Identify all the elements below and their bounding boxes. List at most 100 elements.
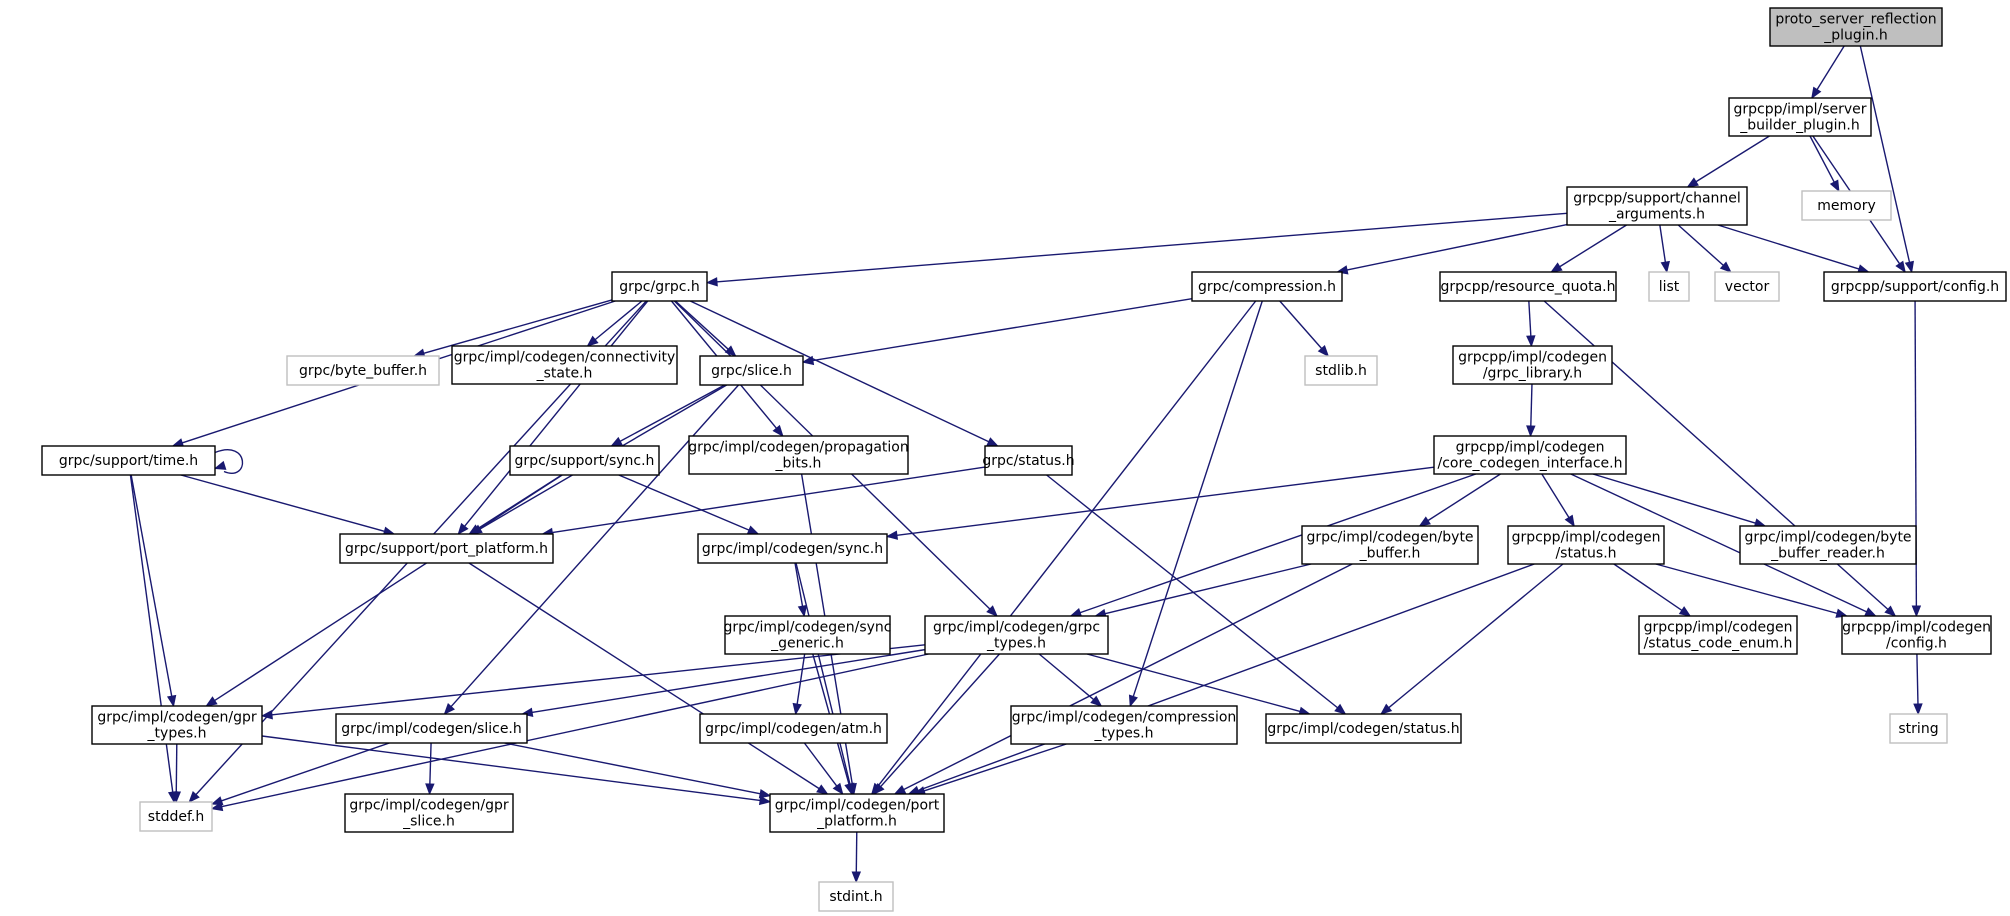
edge-arrowhead bbox=[1550, 262, 1563, 273]
node-label: stdint.h bbox=[829, 889, 882, 905]
edge-n15-to-n35 bbox=[129, 474, 178, 804]
node-grpc-impl-codegen-gpr-types-h[interactable]: grpc/impl/codegen/gpr_types.h bbox=[91, 705, 263, 745]
node-grpc-impl-codegen-byte-buffer-reader-h[interactable]: grpc/impl/codegen/byte_buffer_reader.h bbox=[1739, 525, 1917, 565]
edge-line bbox=[1592, 473, 1757, 525]
node-box bbox=[699, 355, 804, 386]
node-stdint-h[interactable]: stdint.h bbox=[818, 881, 894, 912]
edge-n26-to-n30 bbox=[520, 648, 926, 718]
edge-line bbox=[795, 562, 851, 786]
edge-arrowhead bbox=[457, 522, 469, 536]
edge-n2-to-n9 bbox=[1677, 224, 1732, 273]
edge-n19-to-n22 bbox=[1418, 473, 1501, 527]
node-grpcpp-impl-codegen-status-h[interactable]: grpcpp/impl/codegen/status.h bbox=[1507, 525, 1665, 565]
edge-arrowhead bbox=[1904, 260, 1914, 274]
edge-arrowhead bbox=[1719, 261, 1732, 273]
node-label: grpc/status.h bbox=[982, 453, 1074, 469]
edge-arrowhead bbox=[213, 460, 227, 470]
node-memory[interactable]: memory bbox=[1801, 190, 1892, 221]
node-grpc-byte-buffer-h[interactable]: grpc/byte_buffer.h bbox=[286, 355, 440, 386]
node-grpcpp-impl-codegen-core-codegen-interface-h[interactable]: grpcpp/impl/codegen/core_codegen_interfa… bbox=[1433, 435, 1627, 475]
node-grpc-compression-h[interactable]: grpc/compression.h bbox=[1191, 271, 1343, 302]
node-label: /grpc_library.h bbox=[1483, 366, 1582, 382]
edge-arrowhead bbox=[1418, 516, 1431, 527]
node-box bbox=[697, 533, 888, 564]
node-grpc-impl-codegen-connectivity-state-h[interactable]: grpc/impl/codegen/connectivity_state.h bbox=[451, 345, 678, 385]
node-grpc-support-time-h[interactable]: grpc/support/time.h bbox=[41, 445, 216, 476]
node-label: string bbox=[1898, 721, 1938, 737]
node-label: grpc/support/sync.h bbox=[515, 453, 655, 469]
node-grpc-grpc-h[interactable]: grpc/grpc.h bbox=[611, 271, 708, 302]
node-label: _slice.h bbox=[402, 814, 455, 830]
node-label: grpc/slice.h bbox=[711, 363, 792, 379]
node-grpc-impl-codegen-compression-types-h[interactable]: grpc/impl/codegen/compression_types.h bbox=[1010, 705, 1238, 745]
node-grpcpp-support-config-h[interactable]: grpcpp/support/config.h bbox=[1823, 271, 2007, 302]
node-label: /status_code_enum.h bbox=[1644, 636, 1793, 652]
node-label: _buffer_reader.h bbox=[1770, 546, 1885, 562]
node-grpc-impl-codegen-port-platform-h[interactable]: grpc/impl/codegen/port_platform.h bbox=[769, 793, 945, 833]
edge-line bbox=[1655, 563, 1839, 615]
node-stdlib-h[interactable]: stdlib.h bbox=[1304, 355, 1378, 386]
node-label: list bbox=[1659, 279, 1680, 295]
edge-line bbox=[796, 653, 806, 706]
node-label: grpc/byte_buffer.h bbox=[299, 363, 427, 379]
edge-n2-to-n7 bbox=[1550, 224, 1627, 273]
edge-arrowhead bbox=[705, 277, 718, 287]
node-label: _buffer.h bbox=[1359, 546, 1421, 562]
node-label: grpcpp/impl/codegen bbox=[1644, 620, 1793, 636]
node-grpc-impl-codegen-atm-h[interactable]: grpc/impl/codegen/atm.h bbox=[699, 713, 888, 744]
edge-line bbox=[689, 300, 990, 443]
node-grpc-slice-h[interactable]: grpc/slice.h bbox=[699, 355, 804, 386]
edge-line bbox=[1916, 653, 1919, 706]
node-label: grpc/compression.h bbox=[1198, 279, 1336, 295]
node-grpc-impl-codegen-propagation-bits-h[interactable]: grpc/impl/codegen/propagation_bits.h bbox=[688, 435, 909, 475]
edge-line bbox=[715, 212, 1568, 283]
edge-n21-to-n25 bbox=[794, 562, 808, 618]
node-grpc-impl-codegen-slice-h[interactable]: grpc/impl/codegen/slice.h bbox=[335, 713, 528, 744]
edge-arrowhead bbox=[1864, 607, 1877, 617]
node-grpcpp-resource-quota-h[interactable]: grpcpp/resource_quota.h bbox=[1439, 271, 1617, 302]
node-grpc-impl-codegen-grpc-types-h[interactable]: grpc/impl/codegen/grpc_types.h bbox=[924, 615, 1109, 655]
node-grpc-impl-codegen-sync-generic-h[interactable]: grpc/impl/codegen/sync_generic.h bbox=[724, 615, 892, 655]
node-label: grpc/impl/codegen/sync.h bbox=[702, 541, 883, 557]
edge-n6-to-n12 bbox=[801, 298, 1193, 366]
node-grpcpp-impl-codegen-status-code-enum-h[interactable]: grpcpp/impl/codegen/status_code_enum.h bbox=[1638, 615, 1798, 655]
node-proto-server-reflection-plugin-h[interactable]: proto_server_reflection_plugin.h bbox=[1769, 7, 1943, 47]
node-grpc-impl-codegen-byte-buffer-h[interactable]: grpc/impl/codegen/byte_buffer.h bbox=[1301, 525, 1479, 565]
edge-n1-to-n3 bbox=[1809, 135, 1840, 193]
edge-line bbox=[551, 466, 986, 534]
node-label: /core_codegen_interface.h bbox=[1438, 456, 1623, 472]
node-string[interactable]: string bbox=[1889, 713, 1948, 744]
node-grpc-impl-codegen-gpr-slice-h[interactable]: grpc/impl/codegen/gpr_slice.h bbox=[344, 793, 514, 833]
edge-line bbox=[803, 742, 838, 788]
edge-line bbox=[1541, 473, 1571, 519]
node-grpc-impl-codegen-sync-h[interactable]: grpc/impl/codegen/sync.h bbox=[697, 533, 888, 564]
node-grpcpp-impl-codegen-grpc-library-h[interactable]: grpcpp/impl/codegen/grpc_library.h bbox=[1452, 345, 1613, 385]
edge-n2-to-n8 bbox=[1659, 224, 1670, 274]
node-label: grpc/impl/codegen/gpr bbox=[97, 710, 257, 726]
node-grpc-status-h[interactable]: grpc/status.h bbox=[982, 445, 1075, 476]
node-grpc-support-port-platform-h[interactable]: grpc/support/port_platform.h bbox=[339, 533, 554, 564]
edge-line bbox=[811, 298, 1193, 362]
edge-line bbox=[530, 648, 926, 714]
node-grpcpp-impl-server-builder-plugin-h[interactable]: grpcpp/impl/server_builder_plugin.h bbox=[1728, 97, 1872, 137]
node-box bbox=[1841, 615, 1992, 655]
edge-arrowhead bbox=[873, 783, 885, 796]
edge-line bbox=[1677, 224, 1725, 267]
edge-line bbox=[463, 300, 649, 528]
node-vector[interactable]: vector bbox=[1714, 271, 1780, 302]
node-grpcpp-support-channel-arguments-h[interactable]: grpcpp/support/channel_arguments.h bbox=[1566, 186, 1748, 226]
node-list[interactable]: list bbox=[1648, 271, 1690, 302]
edge-n19-to-n24 bbox=[1592, 473, 1767, 528]
node-box bbox=[344, 793, 514, 833]
edge-line bbox=[876, 300, 1257, 788]
node-grpcpp-impl-codegen-config-h[interactable]: grpcpp/impl/codegen/config.h bbox=[1841, 615, 1992, 655]
node-label: grpc/impl/codegen/byte bbox=[1744, 530, 1911, 546]
node-stddef-h[interactable]: stddef.h bbox=[139, 801, 213, 832]
edge-line bbox=[1132, 300, 1263, 698]
node-grpc-impl-codegen-status-h[interactable]: grpc/impl/codegen/status.h bbox=[1265, 713, 1462, 744]
node-grpc-support-sync-h[interactable]: grpc/support/sync.h bbox=[509, 445, 660, 476]
edge-n29-to-n37 bbox=[261, 735, 772, 806]
edge-line bbox=[129, 474, 174, 794]
edge-n2-to-n4 bbox=[1717, 224, 1870, 274]
edge-arrowhead bbox=[1678, 606, 1692, 617]
